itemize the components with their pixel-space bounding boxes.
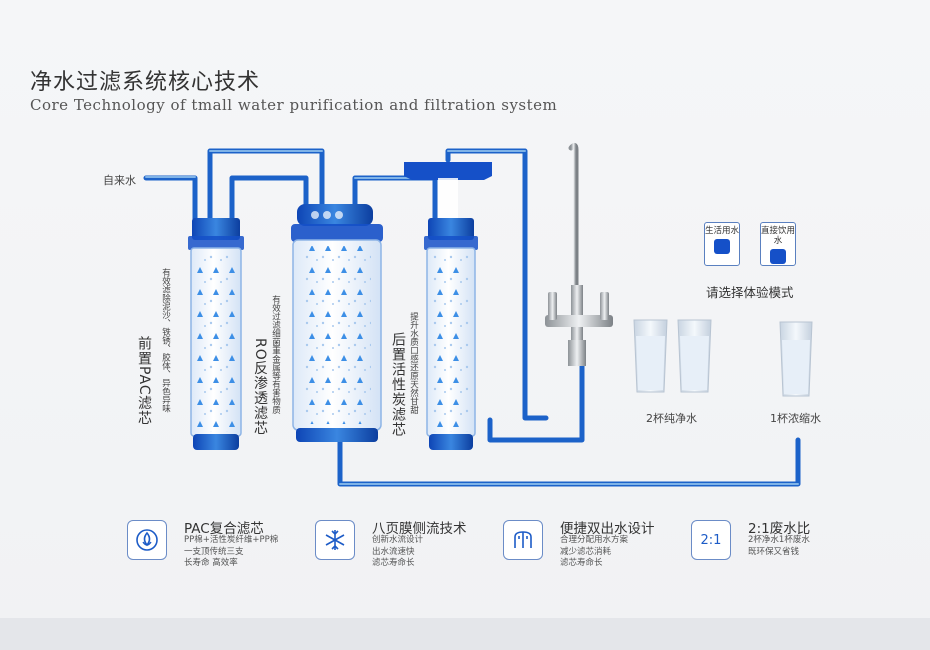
feature-title: 便捷双出水设计 xyxy=(560,521,655,537)
feature-title: 八页膜侧流技术 xyxy=(372,521,467,537)
feature-desc: 2杯净水1杯废水 既环保又省钱 xyxy=(748,535,810,558)
snowflake-icon xyxy=(315,520,355,560)
ro-filter xyxy=(291,204,383,442)
pac-filter xyxy=(188,218,244,450)
glass-concentrate xyxy=(779,321,813,397)
feature-line: 合理分配用水方案 xyxy=(560,535,629,545)
pipe-network xyxy=(143,148,801,487)
ratio-icon: 2:1 xyxy=(691,520,731,560)
pac-filter-desc: 有效滤除泥沙、铁锈、胶体、异色异味 xyxy=(160,268,171,413)
faucet-illustration xyxy=(545,142,613,366)
ratio-icon-text: 2:1 xyxy=(700,532,722,548)
water-glasses xyxy=(633,319,813,397)
carbon-filter-desc: 提升水质口感还原天然甘甜 xyxy=(408,312,419,414)
page-title: 净水过滤系统核心技术 xyxy=(30,70,261,95)
feature-line: 2杯净水1杯废水 xyxy=(748,535,810,545)
feature-pac: PAC复合滤芯 PP棉+活性炭纤维+PP棉 一支顶传统三支 长寿命 高效率 xyxy=(127,517,317,573)
water-drop-circle-icon xyxy=(127,520,167,560)
mode-indicator xyxy=(714,239,730,254)
feature-desc: PP棉+活性炭纤维+PP棉 一支顶传统三支 长寿命 高效率 xyxy=(184,535,278,570)
ro-filter-desc: 有效过滤细菌重金属等有害物质 xyxy=(270,295,281,414)
bottom-strip xyxy=(0,618,930,650)
glass-pure-1 xyxy=(633,319,668,393)
feature-title: PAC复合滤芯 xyxy=(184,521,264,537)
pac-filter-name: 前置PAC滤芯 xyxy=(136,336,152,426)
feature-line: 减少滤芯消耗 xyxy=(560,546,612,557)
feature-title: 2:1废水比 xyxy=(748,521,811,537)
inlet-label: 自来水 xyxy=(103,174,136,187)
feature-line: 滤芯寿命长 xyxy=(560,558,603,568)
feature-line: PP棉+活性炭纤维+PP棉 xyxy=(184,535,279,545)
concentrate-water-label: 1杯浓缩水 xyxy=(770,412,821,425)
mode-indicator xyxy=(770,249,786,264)
waste-pipe xyxy=(337,437,801,487)
pure-water-label: 2杯纯净水 xyxy=(646,412,697,425)
feature-line: 滤芯寿命长 xyxy=(372,558,415,568)
mode-domestic-label: 生活用水 xyxy=(705,226,740,236)
mode-drinking-water-button[interactable]: 直接饮用水 xyxy=(760,222,796,266)
ro-filter-name: RO反渗透滤芯 xyxy=(252,338,268,436)
mode-domestic-water-button[interactable]: 生活用水 xyxy=(704,222,740,266)
page-subtitle: Core Technology of tmall water purificat… xyxy=(30,96,558,114)
feature-desc: 创新水流设计 出水流速快 滤芯寿命长 xyxy=(372,535,423,570)
inlet-pipe xyxy=(143,175,198,225)
filtration-diagram xyxy=(143,142,813,487)
carbon-filter-name: 后置活性炭滤芯 xyxy=(390,332,406,437)
glass-pure-2 xyxy=(677,319,712,393)
mode-drinking-label: 直接饮用水 xyxy=(761,226,796,246)
feature-waste-ratio: 2:1 2:1废水比 2杯净水1杯废水 既环保又省钱 xyxy=(691,517,881,573)
feature-desc: 合理分配用水方案 减少滤芯消耗 滤芯寿命长 xyxy=(560,535,628,570)
feature-line: 一支顶传统三支 xyxy=(184,546,244,557)
feature-line: 出水流速快 xyxy=(372,546,415,557)
carbon-filter xyxy=(404,162,492,450)
feature-line: 长寿命 高效率 xyxy=(184,558,238,568)
mode-caption: 请选择体验模式 xyxy=(706,285,794,300)
feature-line: 既环保又省钱 xyxy=(748,546,800,557)
feature-line: 创新水流设计 xyxy=(372,535,424,545)
faucet-icon xyxy=(503,520,543,560)
feature-dual-outlet: 便捷双出水设计 合理分配用水方案 减少滤芯消耗 滤芯寿命长 xyxy=(503,517,693,573)
feature-membrane: 八页膜侧流技术 创新水流设计 出水流速快 滤芯寿命长 xyxy=(315,517,505,573)
